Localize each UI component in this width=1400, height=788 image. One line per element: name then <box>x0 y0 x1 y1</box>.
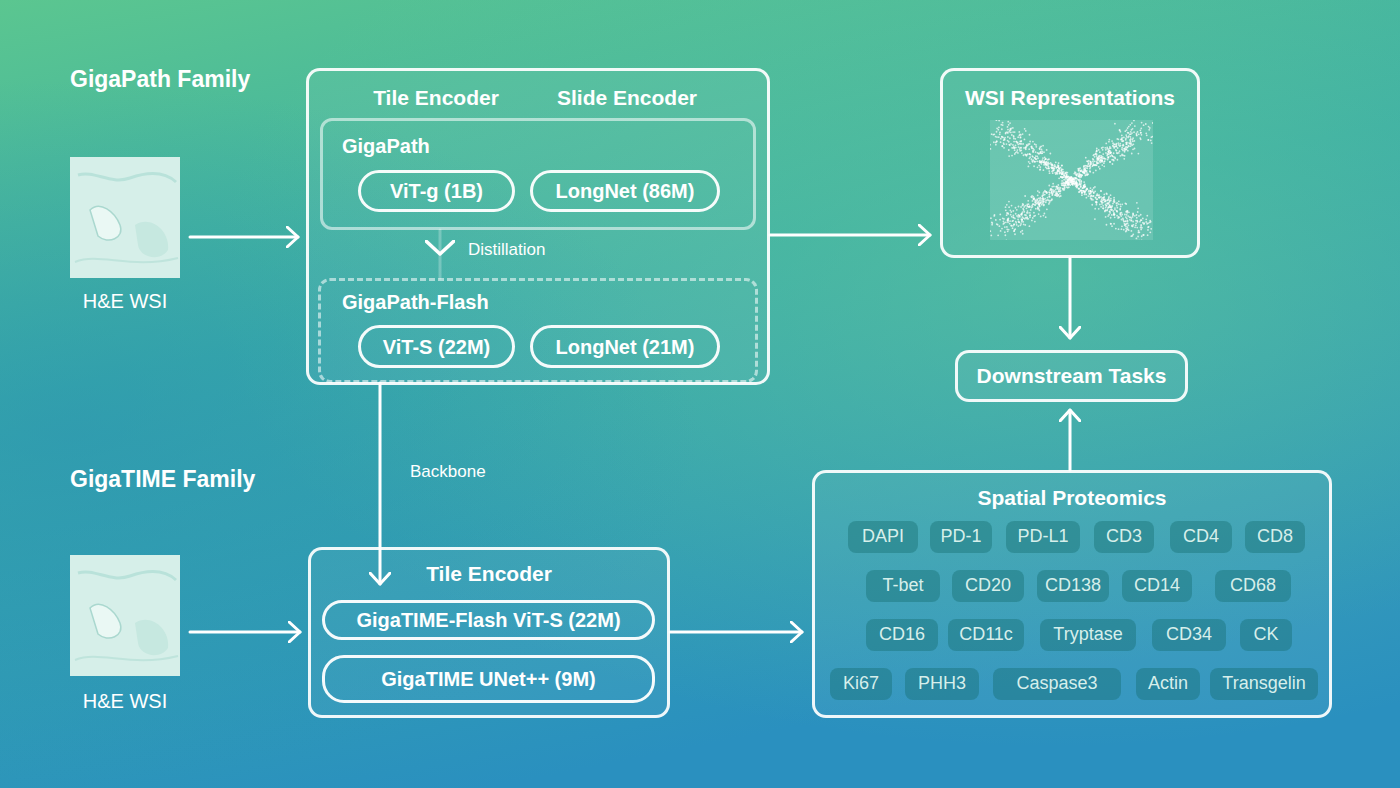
tissue-texture <box>135 222 168 257</box>
flow-arrow <box>1069 258 1072 338</box>
model-name: ViT-S (22M) <box>383 335 490 359</box>
marker-name: CD20 <box>965 575 1011 597</box>
marker-name: DAPI <box>862 526 904 548</box>
marker-chip: Transgelin <box>1210 668 1318 700</box>
marker-name: CD68 <box>1230 575 1276 597</box>
marker-name: CD4 <box>1183 526 1219 548</box>
encoder-group: Tile Encoder Slide EncoderGigaPathViT-g (… <box>306 68 770 385</box>
marker-chip: Caspase3 <box>993 668 1121 700</box>
tissue-texture <box>90 604 121 638</box>
model-group: GigaPath-FlashViT-S (22M) LongNet (21M) <box>318 278 758 383</box>
marker-name: CD14 <box>1134 575 1180 597</box>
marker-name: CD138 <box>1045 575 1101 597</box>
box-title: Tile Encoder <box>311 561 667 586</box>
model-name: GigaTIME UNet++ (9M) <box>381 667 595 691</box>
marker-chip: CD16 <box>866 619 938 651</box>
marker-chip: CD4 <box>1170 521 1232 553</box>
flow-arrow <box>190 631 300 634</box>
family-label: GigaTIME Family <box>70 466 255 493</box>
box-title: H&E WSI <box>60 289 190 313</box>
model-name: ViT-g (1B) <box>390 179 483 203</box>
marker-chip: CD34 <box>1152 619 1226 651</box>
model-chip: ViT-S (22M) <box>358 325 515 368</box>
box-title: Spatial Proteomics <box>815 485 1329 510</box>
tissue-texture <box>78 173 176 182</box>
marker-chip: PD-1 <box>930 521 992 553</box>
marker-name: PD-1 <box>940 526 981 548</box>
marker-name: PD-L1 <box>1017 526 1068 548</box>
flow-arrow <box>770 234 930 237</box>
marker-name: CK <box>1253 624 1278 646</box>
tissue-texture <box>135 620 168 655</box>
flow-arrow <box>190 236 298 239</box>
marker-name: CD16 <box>879 624 925 646</box>
marker-chip: CD8 <box>1245 521 1305 553</box>
box-title: Downstream Tasks <box>977 363 1167 388</box>
tissue-texture <box>90 206 121 240</box>
model-chip: LongNet (86M) <box>530 170 720 212</box>
marker-chip: PHH3 <box>905 668 979 700</box>
marker-chip: T-bet <box>866 570 940 602</box>
input-slide: H&E WSI <box>60 157 190 317</box>
marker-name: Tryptase <box>1053 624 1122 646</box>
box-title: GigaPath <box>342 134 562 158</box>
slide-image <box>70 555 180 676</box>
edge-label: Distillation <box>468 240 545 260</box>
task-box: Downstream Tasks <box>955 350 1188 402</box>
box-title: Tile Encoder <box>351 85 521 110</box>
marker-chip: PD-L1 <box>1006 521 1080 553</box>
model-name: LongNet (21M) <box>556 335 695 359</box>
box-title: H&E WSI <box>60 689 190 713</box>
marker-chip: CD3 <box>1094 521 1154 553</box>
marker-chip: Ki67 <box>830 668 892 700</box>
marker-chip: Actin <box>1136 668 1200 700</box>
output-box: Spatial ProteomicsDAPI PD-1 PD-L1 CD3 CD4 CD8… <box>812 470 1332 718</box>
marker-name: T-bet <box>882 575 923 597</box>
model-chip: GigaTIME UNet++ (9M) <box>322 655 655 703</box>
input-slide: H&E WSI <box>60 555 190 715</box>
box-title: Slide Encoder <box>532 85 722 110</box>
model-chip: LongNet (21M) <box>530 325 720 368</box>
marker-chip: CD20 <box>952 570 1024 602</box>
edge-label: Backbone <box>410 462 486 482</box>
output-box: WSI Representations <box>940 68 1200 258</box>
marker-chip: CK <box>1240 619 1292 651</box>
model-chip: GigaTIME-Flash ViT-S (22M) <box>322 600 655 640</box>
model-name: GigaTIME-Flash ViT-S (22M) <box>356 608 620 632</box>
box-title: GigaPath-Flash <box>342 290 562 314</box>
tissue-texture <box>78 571 176 580</box>
model-group: GigaPathViT-g (1B) LongNet (86M) <box>320 118 756 230</box>
marker-chip: CD11c <box>948 619 1024 651</box>
marker-name: Caspase3 <box>1016 673 1097 695</box>
encoder-group: Tile EncoderGigaTIME-Flash ViT-S (22M) Gi… <box>308 547 670 718</box>
flow-arrow <box>1069 410 1072 470</box>
slide-thumbnail <box>70 157 180 278</box>
marker-chip: CD68 <box>1215 570 1291 602</box>
marker-name: CD8 <box>1257 526 1293 548</box>
marker-name: PHH3 <box>918 673 966 695</box>
marker-chip: Tryptase <box>1040 619 1136 651</box>
marker-name: Transgelin <box>1222 673 1305 695</box>
slide-image <box>70 157 180 278</box>
tissue-texture <box>75 258 178 262</box>
marker-name: CD11c <box>959 624 1013 646</box>
marker-name: Ki67 <box>843 673 879 695</box>
box-title: WSI Representations <box>943 85 1197 110</box>
marker-name: CD3 <box>1106 526 1142 548</box>
model-name: LongNet (86M) <box>556 179 695 203</box>
marker-name: Actin <box>1148 673 1188 695</box>
model-chip: ViT-g (1B) <box>358 170 515 212</box>
marker-name: CD34 <box>1166 624 1212 646</box>
family-label: GigaPath Family <box>70 66 250 93</box>
marker-chip: CD138 <box>1037 570 1109 602</box>
slide-thumbnail <box>70 555 180 676</box>
flow-arrow <box>670 631 802 634</box>
marker-chip: DAPI <box>848 521 918 553</box>
marker-chip: CD14 <box>1122 570 1192 602</box>
tissue-texture <box>75 656 178 660</box>
